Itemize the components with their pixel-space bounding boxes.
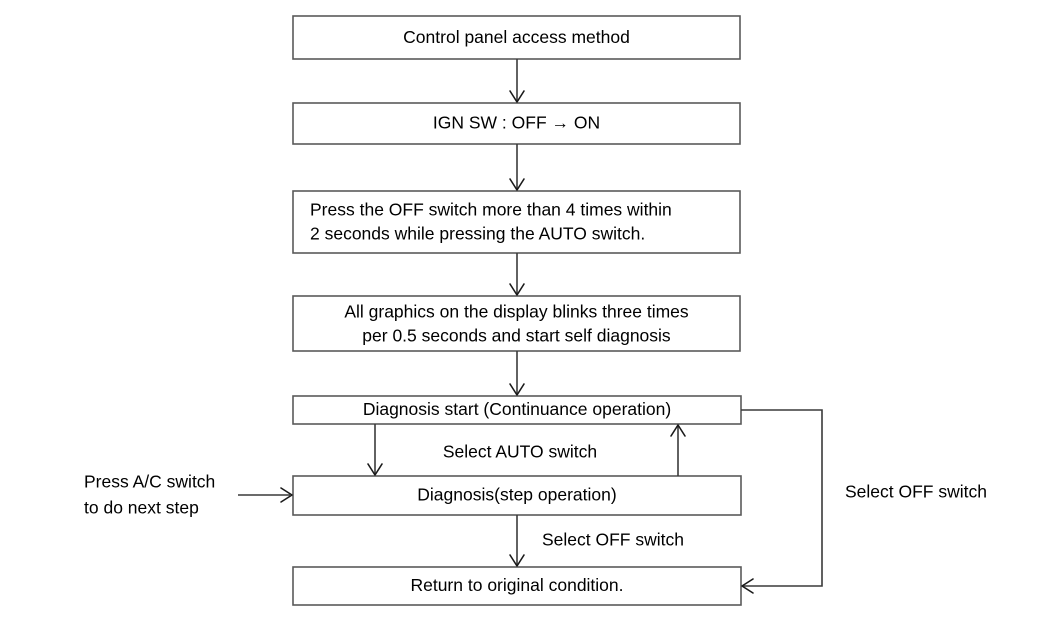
node-press-off-switch: Press the OFF switch more than 4 times w… <box>292 190 741 254</box>
label-select-off-switch-right: Select OFF switch <box>845 482 987 502</box>
node-box <box>292 15 741 60</box>
connector-blink-to-diagnosis-start <box>509 351 525 396</box>
node-label-line-2: 2 seconds while pressing the AUTO switch… <box>310 224 645 244</box>
node-box <box>292 190 741 254</box>
connector-press-off-to-blink <box>509 253 525 296</box>
node-diagnosis-step: Diagnosis(step operation) <box>292 475 742 516</box>
node-box <box>292 395 742 425</box>
node-control-panel-access-method: Control panel access method <box>292 15 741 60</box>
node-box <box>292 475 742 516</box>
node-label: Diagnosis start (Continuance operation) <box>363 399 671 419</box>
connector-ign-to-press-off <box>509 144 525 191</box>
node-return-original: Return to original condition. <box>292 566 742 606</box>
node-ign-sw: IGN SW : OFF → ON <box>292 102 741 145</box>
node-label: Control panel access method <box>403 27 630 47</box>
node-box <box>292 295 741 352</box>
connector-access-to-ign <box>509 59 525 103</box>
note-line-1: Press A/C switch <box>84 472 215 492</box>
node-label-line-1: Press the OFF switch more than 4 times w… <box>310 200 672 220</box>
node-box <box>292 102 741 145</box>
connector-ac-switch-to-step <box>238 487 293 503</box>
node-label-line-1: All graphics on the display blinks three… <box>344 302 689 322</box>
node-diagnosis-start: Diagnosis start (Continuance operation) <box>292 395 742 425</box>
label-select-auto-switch: Select AUTO switch <box>443 442 597 462</box>
connector-step-to-return <box>509 515 525 567</box>
label-select-off-switch-middle: Select OFF switch <box>542 530 684 550</box>
connector-start-to-step <box>367 424 383 476</box>
node-label: Diagnosis(step operation) <box>417 485 616 505</box>
node-label: Return to original condition. <box>410 575 623 595</box>
note-press-ac-switch: Press A/C switch to do next step <box>84 472 215 518</box>
node-label: IGN SW : OFF → ON <box>433 113 600 133</box>
connector-step-to-start <box>670 424 686 476</box>
node-label-line-2: per 0.5 seconds and start self diagnosis <box>362 326 671 346</box>
note-line-2: to do next step <box>84 498 199 518</box>
node-all-graphics-blink: All graphics on the display blinks three… <box>292 295 741 352</box>
connector-start-to-return-right <box>741 409 823 594</box>
node-box <box>292 566 742 606</box>
